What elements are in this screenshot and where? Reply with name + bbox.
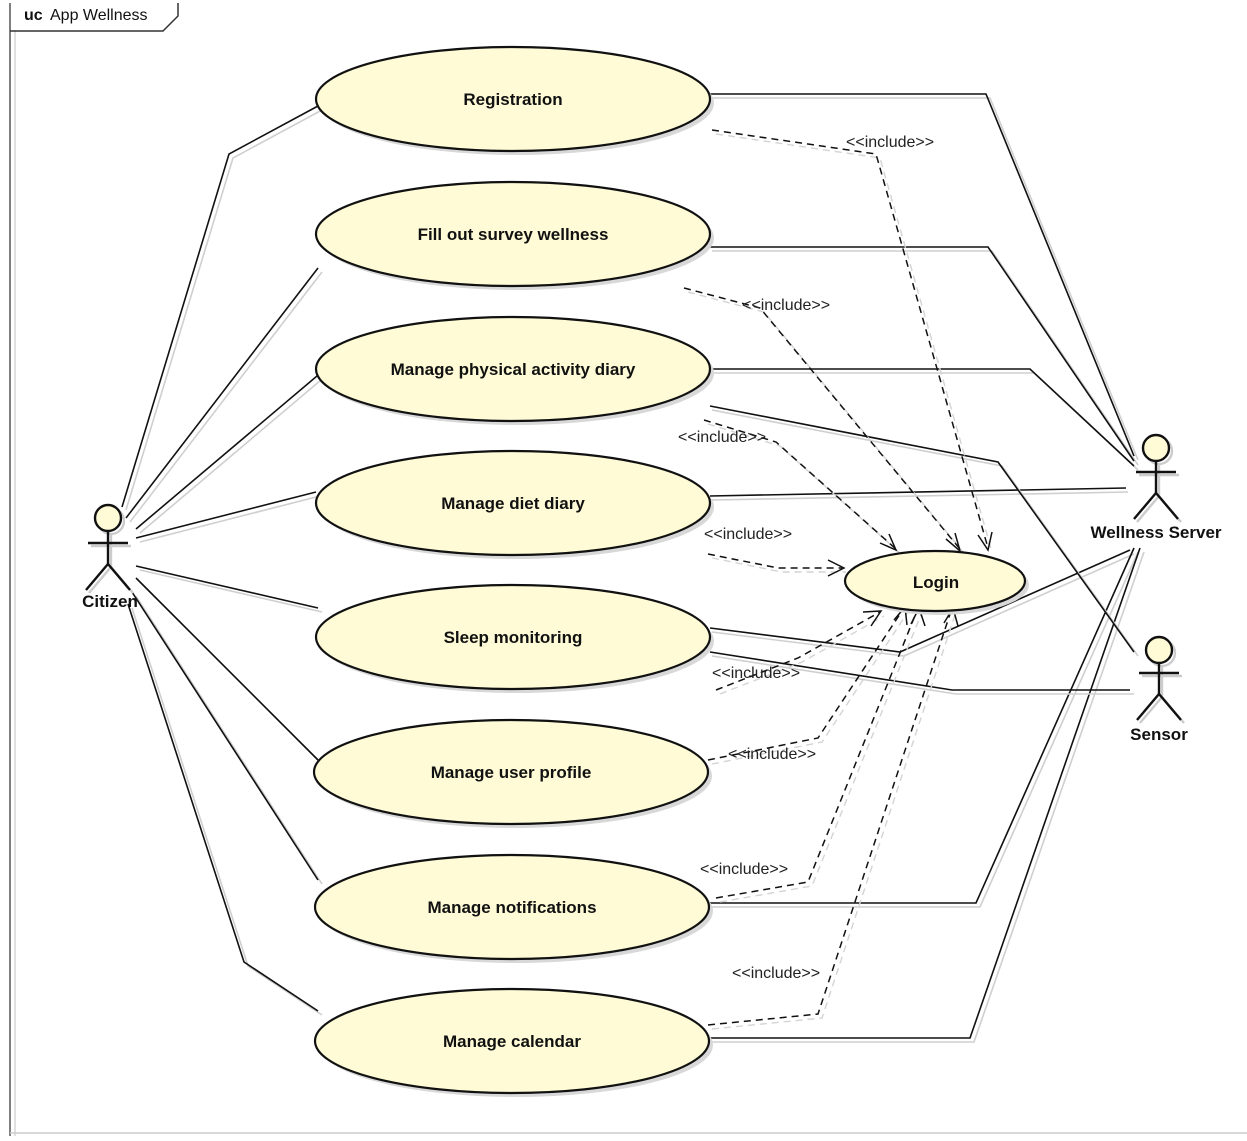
include-arrow-survey [683,287,961,550]
use-case-physical-activity[interactable]: Manage physical activity diary [314,315,714,425]
include-label-registration: <<include>> [846,134,934,151]
include-label-physical: <<include>> [678,429,766,446]
include-label-calendar: <<include>> [732,965,820,982]
actor-citizen[interactable]: Citizen [82,503,138,611]
use-case-login[interactable]: Login [843,549,1029,615]
actor-wellness-server-label: Wellness Server [1090,523,1221,542]
use-case-calendar-label: Manage calendar [443,1032,581,1051]
use-case-login-label: Login [913,573,959,592]
include-arrow-calendar [707,607,953,1026]
actor-sensor-label: Sensor [1130,725,1188,744]
actor-wellness-server[interactable]: Wellness Server [1090,433,1222,542]
use-case-physical-activity-label: Manage physical activity diary [391,360,636,379]
include-label-diet: <<include>> [704,526,792,543]
include-arrow-sleep [715,611,881,691]
sensor-head [1144,635,1174,665]
diagram-frame: uc App Wellness [9,3,1247,1136]
include-arrow-physical [703,419,897,550]
use-case-diet[interactable]: Manage diet diary [314,449,714,559]
use-case-notifications-label: Manage notifications [427,898,596,917]
include-labels: <<include>> <<include>> <<include>> <<in… [678,134,934,982]
citizen-associations [121,105,323,1016]
use-case-sleep-label: Sleep monitoring [444,628,583,647]
use-case-calendar[interactable]: Manage calendar [313,987,713,1097]
citizen-head [93,503,123,533]
server-sensor-associations [709,93,1145,1043]
include-label-profile: <<include>> [728,746,816,763]
use-case-survey-label: Fill out survey wellness [418,225,609,244]
frame-keyword: uc [24,7,43,24]
include-label-notifications: <<include>> [700,861,788,878]
use-case-user-profile-label: Manage user profile [431,763,592,782]
use-case-registration-label: Registration [463,90,562,109]
use-case-notifications[interactable]: Manage notifications [313,853,713,963]
use-case-registration[interactable]: Registration [314,45,714,155]
wellness-server-head [1141,433,1171,463]
use-case-sleep[interactable]: Sleep monitoring [314,583,714,693]
include-arrow-profile [707,607,905,761]
frame-name: App Wellness [50,7,148,24]
include-dependencies [683,129,993,1030]
actor-citizen-label: Citizen [82,592,138,611]
use-case-user-profile[interactable]: Manage user profile [312,718,712,828]
include-arrow-notifications [715,607,919,899]
use-case-survey[interactable]: Fill out survey wellness [314,180,714,290]
include-label-survey: <<include>> [742,297,830,314]
include-label-sleep: <<include>> [712,665,800,682]
actor-sensor[interactable]: Sensor [1130,635,1188,744]
include-arrow-registration [711,129,989,549]
use-case-diet-label: Manage diet diary [441,494,585,513]
include-arrow-diet [707,553,842,569]
